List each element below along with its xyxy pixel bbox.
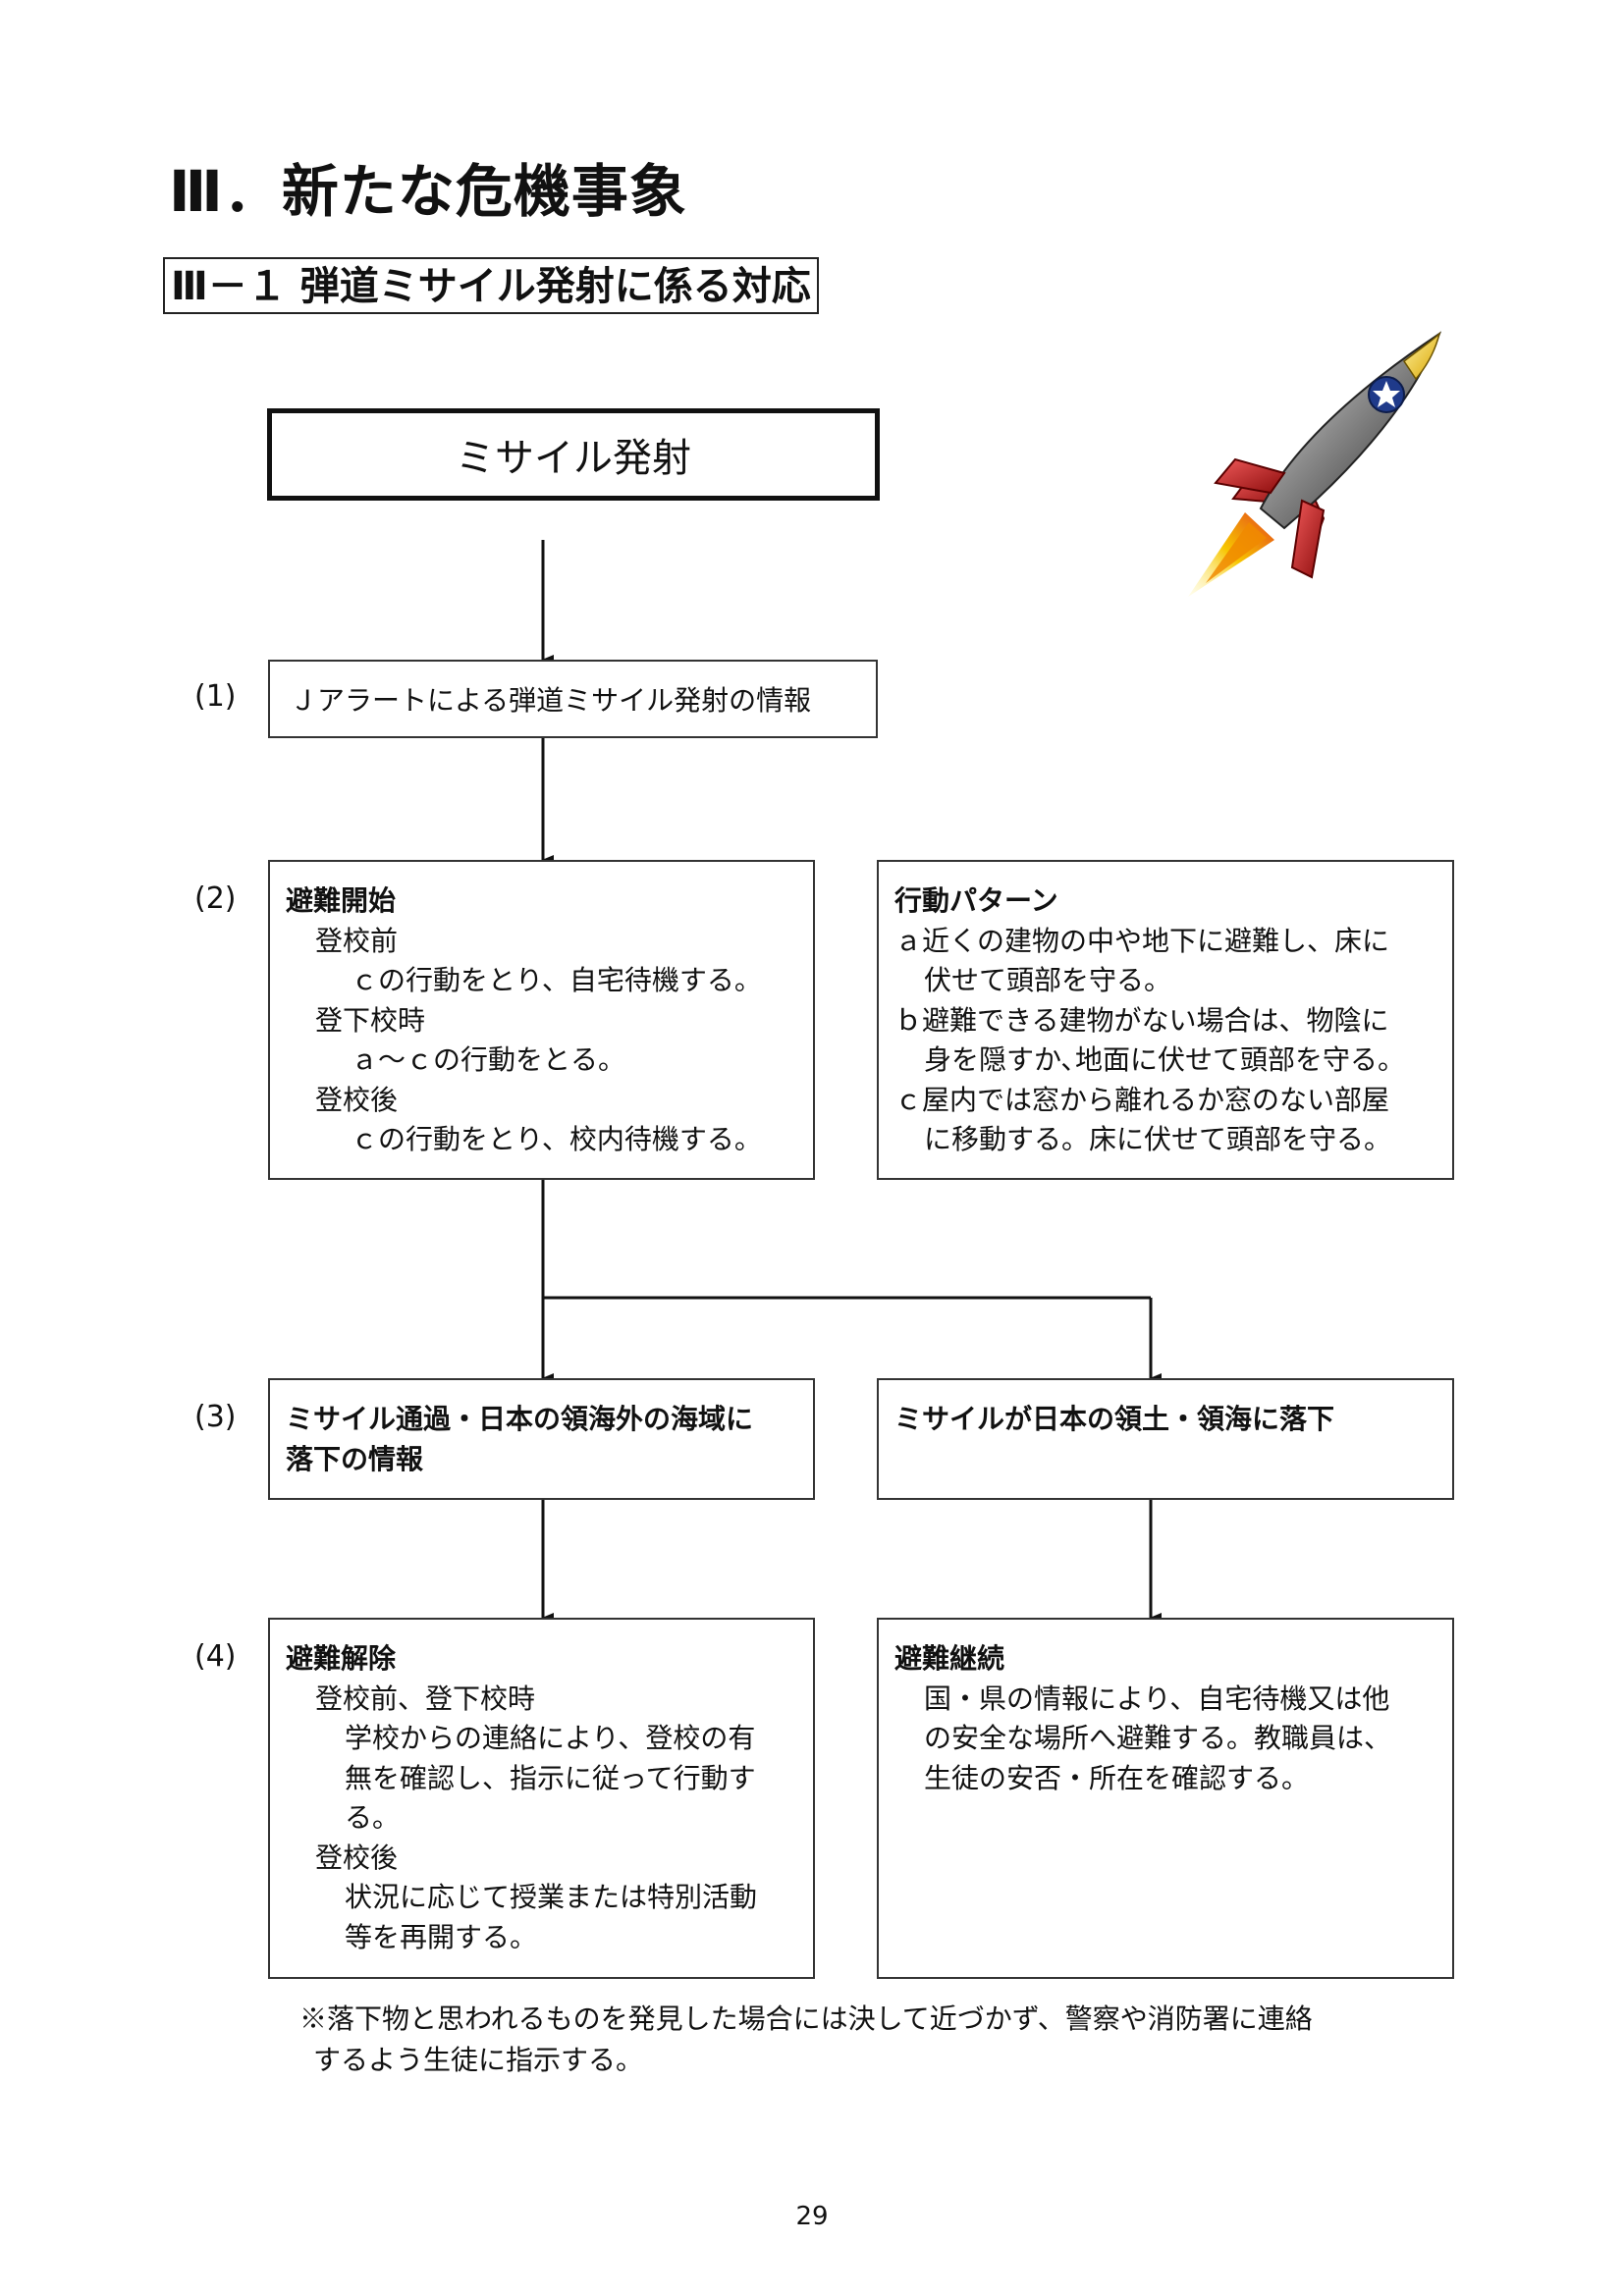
release-line2: 学校からの連絡により、登校の有 (345, 1722, 756, 1754)
jalert-info-box: Ｊアラートによる弾道ミサイル発射の情報 (268, 660, 878, 738)
evacuation-release-box: 避難解除 登校前、登下校時 学校からの連絡により、登校の有 無を確認し、指示に従… (268, 1618, 815, 1979)
release-line7: 等を再開する。 (345, 1920, 538, 1953)
chapter-title: Ⅲ．新たな危機事象 (169, 158, 687, 225)
footnote-line2: するよう生徒に指示する。 (313, 2044, 644, 2076)
section-title: Ⅲ－１ 弾道ミサイル発射に係る対応 (163, 257, 819, 314)
after-school-label: 登校後 (315, 1083, 399, 1116)
continue-line1: 国・県の情報により、自宅待機又は他 (924, 1682, 1390, 1715)
pattern-c-line2: に移動する。床に伏せて頭部を守る。 (924, 1123, 1392, 1155)
pattern-a-line1: ａ近くの建物の中や地下に避難し、床に (894, 924, 1390, 957)
pattern-b-line1: ｂ避難できる建物がない場合は、物陰に (894, 1003, 1389, 1037)
after-school-action: ｃの行動をとり、校内待機する。 (351, 1123, 762, 1155)
pattern-a-line2: 伏せて頭部を守る。 (924, 964, 1172, 996)
action-patterns-box: 行動パターン ａ近くの建物の中や地下に避難し、床に 伏せて頭部を守る。 ｂ避難で… (877, 860, 1454, 1180)
release-line6: 状況に応じて授業または特別活動 (345, 1881, 758, 1913)
pattern-b-line2: 身を隠すか､地面に伏せて頭部を守る。 (924, 1043, 1406, 1076)
evacuation-continue-title: 避難継続 (894, 1642, 1005, 1675)
step-label-4: (4) (194, 1639, 237, 1674)
continue-line2: の安全な場所へ避難する。教職員は、 (924, 1722, 1392, 1754)
release-line1: 登校前、登下校時 (315, 1682, 536, 1715)
missile-fall-text: ミサイルが日本の領土・領海に落下 (894, 1403, 1335, 1435)
before-school-label: 登校前 (315, 924, 399, 957)
evacuation-start-box: 避難開始 登校前 ｃの行動をとり、自宅待機する。 登下校時 ａ～ｃの行動をとる。… (268, 860, 815, 1180)
missile-pass-box: ミサイル通過・日本の領海外の海域に 落下の情報 (268, 1378, 815, 1500)
missile-pass-line2: 落下の情報 (286, 1442, 424, 1475)
continue-line3: 生徒の安否・所在を確認する。 (924, 1761, 1310, 1794)
missile-fall-box: ミサイルが日本の領土・領海に落下 (877, 1378, 1454, 1500)
release-line3: 無を確認し、指示に従って行動す (345, 1761, 756, 1794)
rocket-icon (1188, 331, 1442, 597)
step-label-2: (2) (194, 881, 237, 916)
evacuation-start-title: 避難開始 (286, 884, 397, 917)
step-label-1: (1) (194, 679, 237, 714)
jalert-info-text: Ｊアラートによる弾道ミサイル発射の情報 (290, 684, 812, 717)
footnote: ※落下物と思われるものを発見した場合には決して近づかず、警察や消防署に連絡 する… (299, 1999, 1313, 2081)
before-school-action: ｃの行動をとり、自宅待機する。 (351, 964, 762, 996)
page-number: 29 (795, 2202, 829, 2231)
release-line5: 登校後 (315, 1841, 399, 1874)
missile-pass-line1: ミサイル通過・日本の領海外の海域に (286, 1403, 754, 1435)
commute-action: ａ～ｃの行動をとる。 (351, 1043, 626, 1076)
evacuation-continue-box: 避難継続 国・県の情報により、自宅待機又は他 の安全な場所へ避難する。教職員は、… (877, 1618, 1454, 1979)
footnote-line1: ※落下物と思われるものを発見した場合には決して近づかず、警察や消防署に連絡 (299, 2002, 1313, 2035)
evacuation-release-title: 避難解除 (286, 1642, 397, 1675)
release-line4: る。 (345, 1801, 401, 1834)
pattern-c-line1: ｃ屋内では窓から離れるか窓のない部屋 (894, 1083, 1390, 1116)
action-patterns-title: 行動パターン (894, 884, 1058, 917)
launch-box: ミサイル発射 (267, 408, 880, 501)
commute-label: 登下校時 (315, 1003, 426, 1037)
step-label-3: (3) (194, 1400, 237, 1434)
